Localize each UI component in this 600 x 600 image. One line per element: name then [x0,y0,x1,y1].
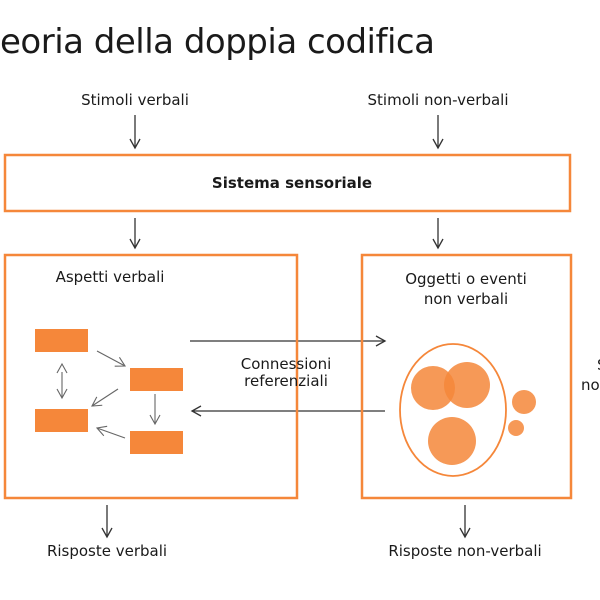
logogens [35,329,183,454]
nonverbal-box-title-1: Oggetti o eventi [405,270,527,288]
verbal-box-title: Aspetti verbali [55,268,165,286]
diagram-title: eoria della doppia codifica [0,22,435,62]
sensory-system-box [3,153,572,213]
nonverbal-stimuli-label: Stimoli non-verbali [367,91,509,109]
connections-label-2: referenziali [244,372,328,390]
cut-off-label-1: S [597,356,600,374]
nonverbal-box [360,253,573,500]
logogen-arrows [56,350,161,439]
sensory-system-label: Sistema sensoriale [211,174,373,192]
nonverbal-responses-label: Risposte non-verbali [388,542,542,560]
flow-arrows [101,115,471,539]
verbal-stimuli-label: Stimoli verbali [81,91,189,109]
cut-off-label-2: no [581,376,600,394]
imagens-ellipse [399,343,507,477]
connections-label-1: Connessioni [240,355,332,373]
verbal-box [3,253,299,500]
imagens [411,362,536,465]
nonverbal-box-title-2: non verbali [423,290,509,308]
verbal-responses-label: Risposte verbali [46,542,168,560]
